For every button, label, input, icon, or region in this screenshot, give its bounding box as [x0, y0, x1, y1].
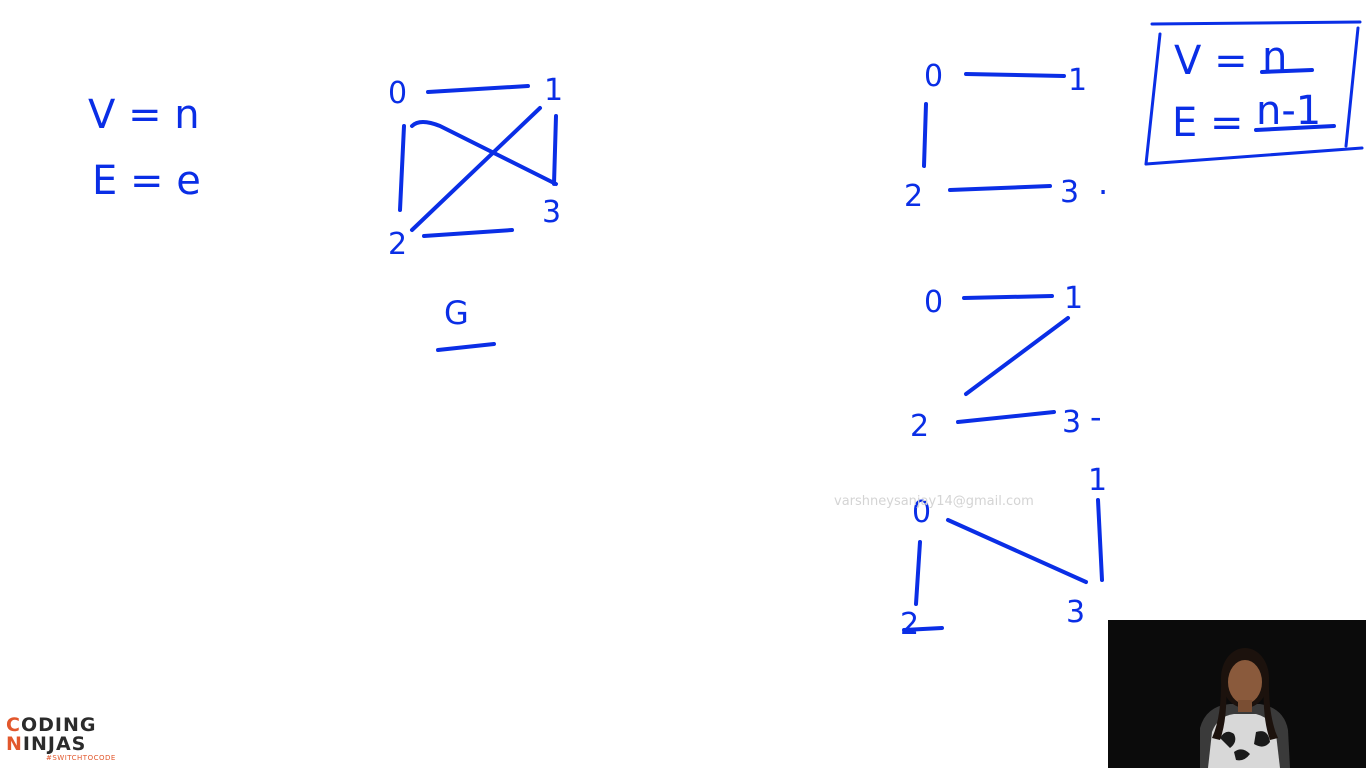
tree3-node-1: 1	[1088, 463, 1107, 498]
email-watermark: varshneysanjay14@gmail.com	[834, 494, 1034, 509]
graph-g-edge-2-3	[422, 228, 514, 238]
logo-tagline: #SWITCHTOCODE	[46, 754, 116, 762]
tree2-trailing-mark: -	[1090, 398, 1102, 436]
boxed-formulas: V = n E = n-1	[1144, 20, 1364, 166]
tree1-node-2: 2	[904, 179, 923, 214]
box-bottom-edge	[1144, 146, 1364, 166]
tree2-edge-2-3	[956, 410, 1056, 424]
graph-g-edge-0-1	[426, 84, 530, 94]
logo-line2-accent: N	[6, 733, 23, 755]
logo-line1-accent: C	[6, 714, 21, 736]
tree3-node-2: 2	[900, 607, 919, 642]
tree3-node-0: 0	[912, 495, 931, 530]
tree2-node-1: 1	[1064, 281, 1083, 316]
box-top-edge	[1150, 20, 1362, 26]
graph-g-edge-1-3	[552, 114, 558, 186]
logo-line2-rest: INJAS	[22, 733, 87, 755]
spanning-tree-3: 0 1 2 3	[900, 463, 1107, 642]
tree1-trailing-mark: .	[1098, 164, 1108, 202]
tree2-node-0: 0	[924, 285, 943, 320]
tree3-edge-0-2	[914, 540, 922, 606]
spanning-tree-1: 0 1 2 3 .	[904, 59, 1108, 214]
graph-g-node-3: 3	[542, 195, 561, 230]
presenter-figure	[1108, 620, 1366, 768]
box-v-underline	[1260, 68, 1314, 74]
graph-g-node-2: 2	[388, 227, 407, 262]
tree1-node-0: 0	[924, 59, 943, 94]
graph-g-node-1: 1	[544, 73, 563, 108]
tree2-node-3: 3	[1062, 405, 1081, 440]
graph-g-edge-1-2	[410, 106, 542, 232]
tree2-node-2: 2	[910, 409, 929, 444]
box-e-label: E =	[1172, 100, 1244, 146]
logo-line-2: NINJAS	[6, 735, 116, 754]
tree2-edge-0-1	[962, 294, 1054, 300]
graph-g: 0 1 2 3 G	[388, 73, 563, 352]
logo-line1-rest: ODING	[20, 714, 97, 736]
logo-line-1: CODING	[6, 716, 116, 735]
formula-edges: E = e	[92, 158, 201, 204]
spanning-tree-2: 0 1 2 3 -	[910, 281, 1102, 444]
tree1-edge-0-2	[922, 102, 928, 168]
tree1-node-3: 3	[1060, 175, 1079, 210]
graph-g-underline	[436, 342, 496, 352]
tree1-node-1: 1	[1068, 63, 1087, 98]
graph-g-label: G	[444, 294, 469, 332]
box-left-edge	[1144, 32, 1162, 166]
tree2-edge-1-2	[964, 316, 1070, 396]
graph-g-edge-0-2	[398, 124, 406, 212]
coding-ninjas-logo: CODING NINJAS #SWITCHTOCODE	[6, 716, 116, 764]
webcam-overlay	[1108, 620, 1366, 768]
box-e-underline	[1254, 124, 1336, 132]
graph-g-node-0: 0	[388, 76, 407, 111]
box-v-label: V =	[1174, 38, 1248, 84]
tree3-edge-0-3	[946, 518, 1088, 584]
box-right-edge	[1344, 26, 1360, 148]
tree1-edge-0-1	[964, 72, 1066, 78]
tree3-node-3: 3	[1066, 595, 1085, 630]
graph-g-edge-0-3	[410, 120, 558, 186]
tree3-edge-1-3	[1096, 498, 1104, 582]
tree3-node-2-underline	[902, 626, 944, 632]
tree1-edge-2-3	[948, 184, 1052, 192]
formula-vertices: V = n	[88, 92, 200, 138]
